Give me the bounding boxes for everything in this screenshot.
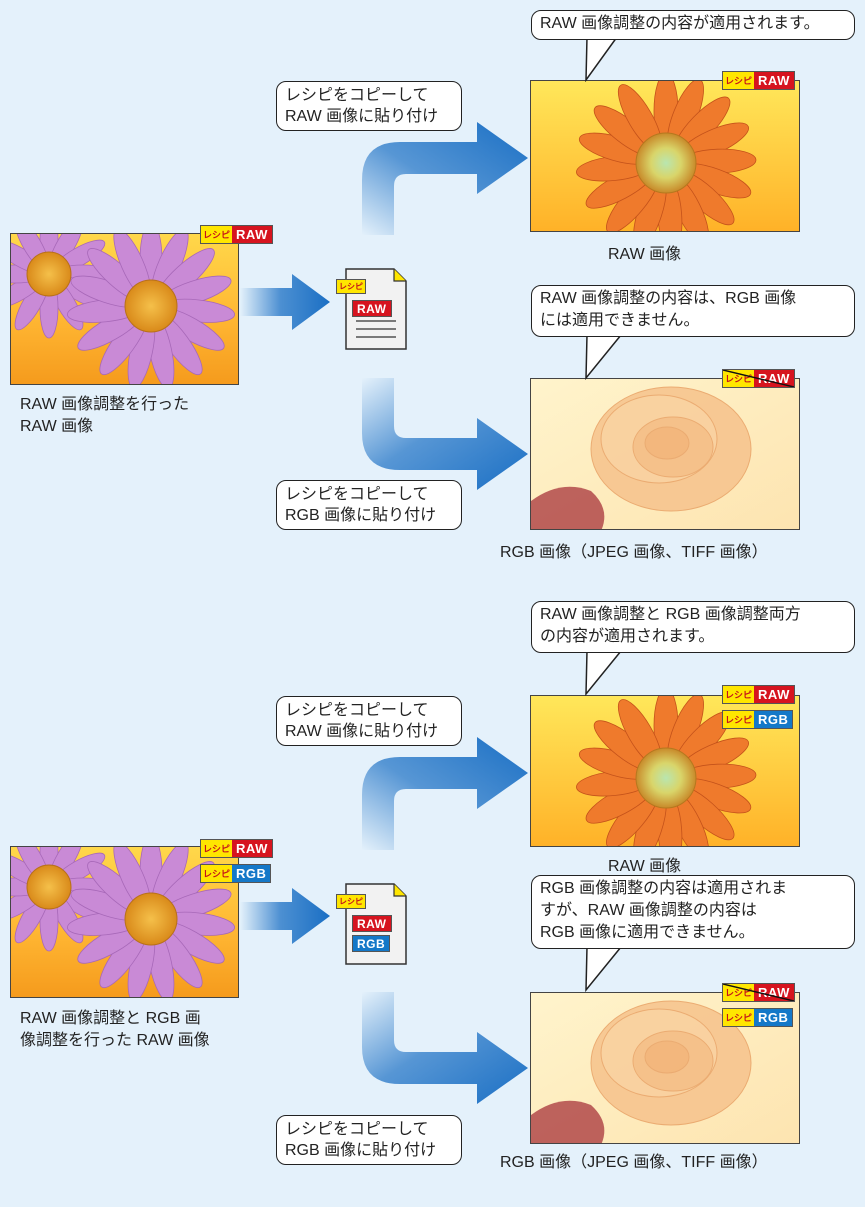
arrow-down-to-rgb xyxy=(362,378,528,490)
recipe-document-icon-2: レシピ RAW RGB xyxy=(330,880,410,966)
arrow-up-to-raw xyxy=(362,122,528,235)
badge-rgb-2: レシピ RGB xyxy=(200,864,272,883)
source-photo-daisy-2 xyxy=(10,846,239,998)
source-caption-2: RAW 画像調整と RGB 画 像調整を行った RAW 画像 xyxy=(20,1010,210,1049)
caption-raw-image: RAW 画像 xyxy=(608,246,682,263)
source-photo-daisy xyxy=(10,233,239,385)
caption-rgb-image-2: RGB 画像（JPEG 画像、TIFF 画像） xyxy=(500,1154,768,1171)
note-paste-raw-2: レシピをコピーして RAW 画像に貼り付け xyxy=(276,696,462,746)
target-badge-raw-2: レシピ RAW xyxy=(722,685,795,704)
caption-rgb-image: RGB 画像（JPEG 画像、TIFF 画像） xyxy=(500,544,768,561)
recipe-document-icon: レシピ RAW xyxy=(330,265,410,351)
note-paste-raw: レシピをコピーして RAW 画像に貼り付け xyxy=(276,81,462,131)
target-photo-gerbera xyxy=(530,80,800,232)
target-photo-rose xyxy=(530,378,800,530)
source-caption: RAW 画像調整を行った RAW 画像 xyxy=(20,396,190,435)
doc-recipe-label: レシピ xyxy=(336,279,366,294)
note-paste-rgb-2: レシピをコピーして RGB 画像に貼り付け xyxy=(276,1115,462,1165)
target-badge-rgb-disabled-row-2: レシピ RGB xyxy=(722,1008,794,1027)
note-paste-rgb: レシピをコピーして RGB 画像に貼り付け xyxy=(276,480,462,530)
arrow-up-to-raw-2 xyxy=(362,737,528,850)
doc-recipe-label-2: レシピ xyxy=(336,894,366,909)
target-badge-raw: レシピ RAW xyxy=(722,71,795,90)
target-badge-raw-disabled-2: レシピ RAW xyxy=(722,983,795,1002)
doc-badge-raw-2: RAW xyxy=(352,915,392,932)
target-badge-rgb-2: レシピ RGB xyxy=(722,710,794,729)
arrow-right xyxy=(240,274,330,330)
badge-raw-2: レシピ RAW xyxy=(200,839,273,858)
caption-raw-image-2: RAW 画像 xyxy=(608,858,682,875)
target-photo-rose-2 xyxy=(530,992,800,1144)
badge-raw: レシピ RAW xyxy=(200,225,273,244)
arrow-right-2 xyxy=(240,888,330,944)
arrow-down-to-rgb-2 xyxy=(362,992,528,1104)
doc-badge-rgb-2: RGB xyxy=(352,935,391,952)
doc-badge-raw: RAW xyxy=(352,300,392,317)
target-badge-raw-disabled: レシピ RAW xyxy=(722,369,795,388)
